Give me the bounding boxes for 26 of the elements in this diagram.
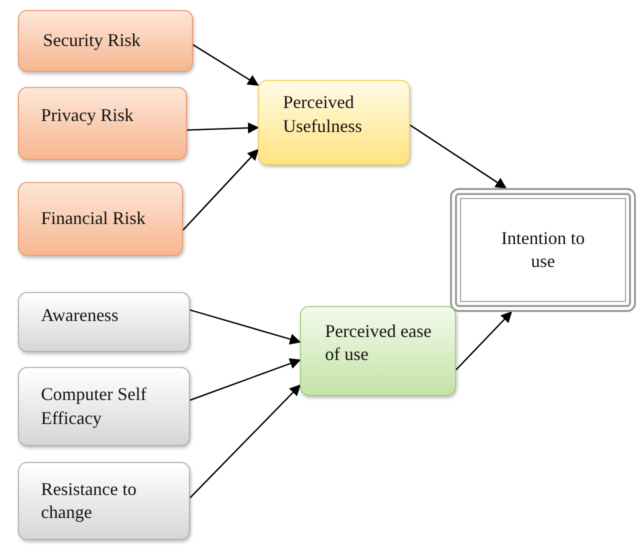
factor-box [258,80,410,165]
node-label: Intention to use [500,226,586,273]
node-label: Resistance to change [41,478,138,524]
factor-box [18,292,190,352]
node-label: Perceived Usefulness [283,91,363,138]
node-label: Financial Risk [41,207,146,230]
arrow [190,358,302,401]
arrow [410,124,507,189]
arrow [456,311,512,370]
node-label: Computer Self Efficacy [41,383,148,430]
factor-box [18,10,193,72]
factor-box [18,367,190,446]
node-label: Awareness [41,304,118,328]
arrow [190,384,301,498]
arrow [182,148,259,231]
factor-box [18,182,183,256]
node-label: Security Risk [43,29,140,52]
arrow [186,122,260,134]
arrow [190,309,302,345]
factor-box [18,87,187,160]
node-label: Perceived ease of use [325,320,432,366]
factor-box [300,306,456,396]
factor-box [18,462,190,540]
outcome-box [450,188,636,312]
node-label: Privacy Risk [41,104,134,127]
arrow [192,44,259,86]
